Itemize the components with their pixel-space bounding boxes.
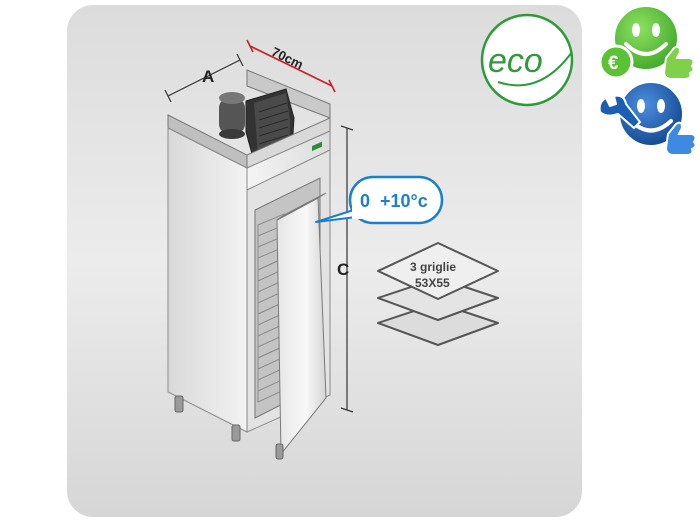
shelves-count: 3 griglie bbox=[410, 260, 456, 274]
dimension-width bbox=[164, 53, 244, 103]
thumbs-up-blue-icon bbox=[664, 121, 697, 156]
shelves-icon bbox=[377, 242, 499, 346]
control-display bbox=[312, 141, 322, 152]
service-smiley-icon bbox=[598, 81, 697, 156]
refrigerator bbox=[167, 69, 331, 460]
cabinet-side bbox=[167, 127, 248, 433]
dimension-height-label: C bbox=[337, 260, 349, 279]
dimension-depth bbox=[246, 39, 336, 93]
savings-smiley-icon bbox=[598, 5, 695, 80]
temperature-range: 0 +10°c bbox=[360, 191, 428, 211]
cabinet-feet bbox=[174, 395, 284, 460]
temperature-bubble bbox=[315, 175, 444, 225]
euro-coin-icon bbox=[598, 44, 634, 80]
eco-badge bbox=[480, 13, 574, 107]
thumbs-up-green-icon bbox=[662, 45, 695, 80]
eco-label: eco bbox=[488, 42, 543, 80]
dimension-width-label: A bbox=[202, 67, 214, 86]
euro-symbol: € bbox=[608, 53, 619, 74]
door-edge bbox=[276, 192, 327, 221]
dimension-height bbox=[340, 125, 354, 413]
shelves-size: 53X55 bbox=[415, 276, 450, 290]
wrench-icon bbox=[598, 94, 642, 130]
